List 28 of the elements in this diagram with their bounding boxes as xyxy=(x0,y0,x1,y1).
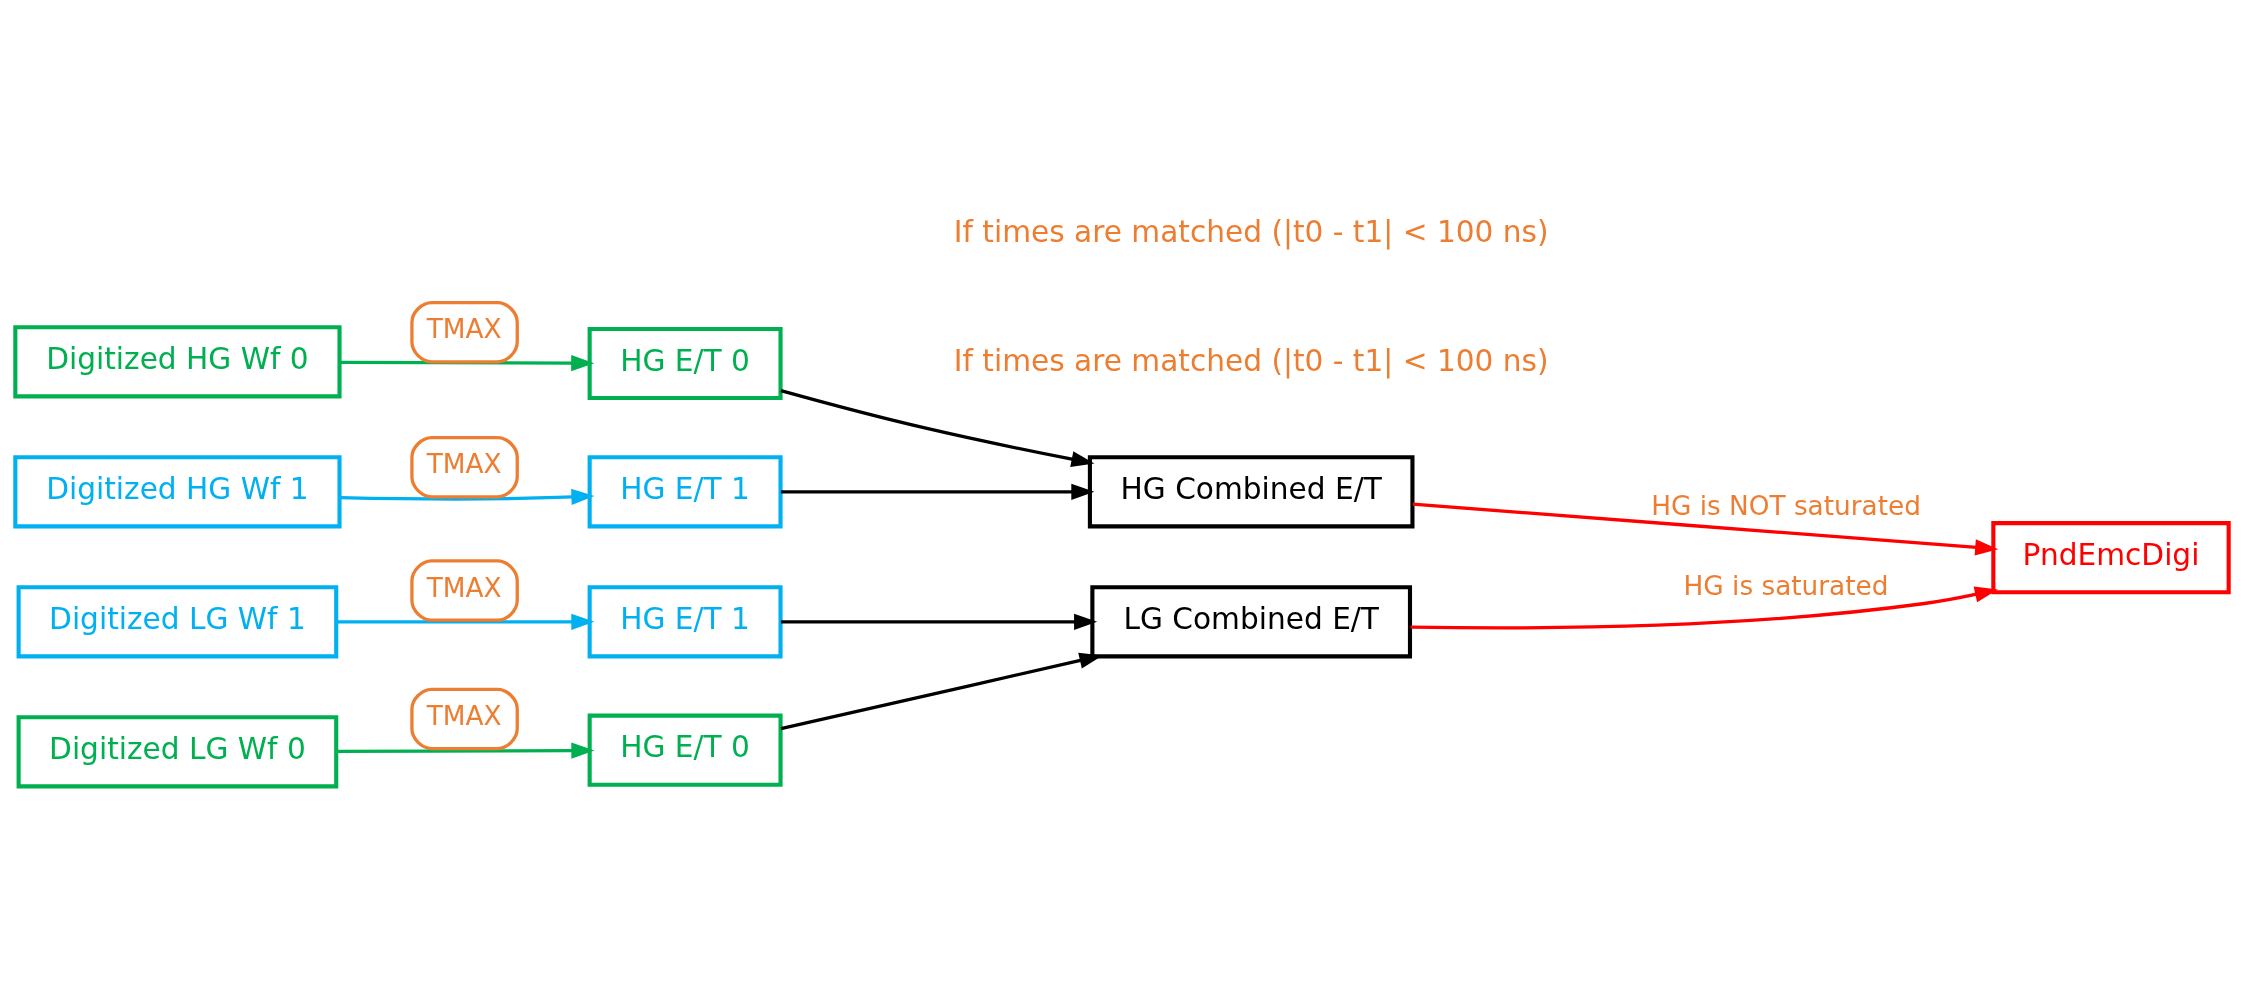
node-box: PndEmcDigi xyxy=(1991,521,2231,595)
node-box: HG E/T 1 xyxy=(587,455,783,529)
arrow xyxy=(339,488,595,505)
arrow xyxy=(1412,502,1999,556)
edge-label: HG is saturated xyxy=(1683,571,1889,602)
arrow xyxy=(336,742,595,759)
node-box: Digitized LG Wf 1 xyxy=(16,585,339,659)
node-box: HG Combined E/T xyxy=(1087,455,1415,529)
arrow xyxy=(336,613,595,630)
arrow xyxy=(340,355,595,372)
node-box: LG Combined E/T xyxy=(1090,585,1413,659)
arrow xyxy=(780,389,1095,468)
arrow xyxy=(780,483,1095,500)
label: If times are matched (|t0 - t1| < 100 ns) xyxy=(953,215,1549,250)
node-box: Digitized LG Wf 0 xyxy=(16,715,339,789)
edge-label: TMAX xyxy=(426,314,502,345)
edge-label: TMAX xyxy=(426,572,502,603)
arrow xyxy=(1410,586,1998,630)
node-box: HG E/T 0 xyxy=(587,326,783,401)
edge-label: TMAX xyxy=(426,701,502,732)
node-box: HG E/T 0 xyxy=(587,713,783,787)
node-box: Digitized HG Wf 0 xyxy=(13,325,342,399)
node-box: HG E/T 1 xyxy=(587,585,783,659)
edge-label: TMAX xyxy=(426,449,502,480)
arrow xyxy=(780,613,1098,630)
node-box: Digitized HG Wf 1 xyxy=(13,455,342,529)
label: If times are matched (|t0 - t1| < 100 ns) xyxy=(953,343,1549,378)
edge-label: HG is NOT saturated xyxy=(1651,490,1921,521)
